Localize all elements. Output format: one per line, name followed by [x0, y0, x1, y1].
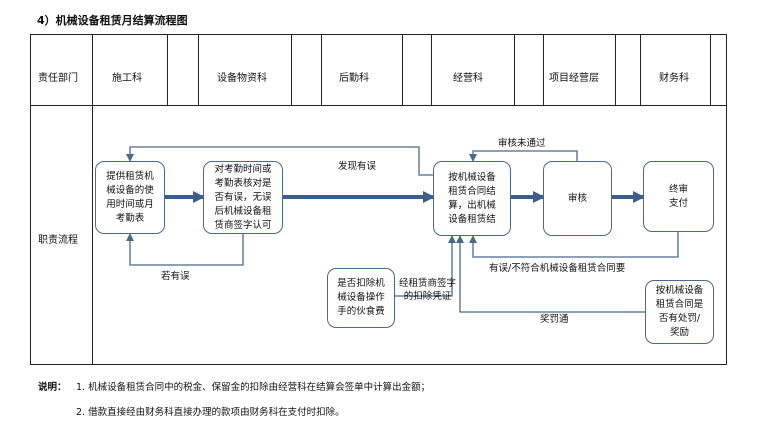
note-1: 1. 机械设备租赁合同中的税金、保留金的扣除由经营科在结算会签单中计算出金额；: [76, 382, 431, 393]
note-prefix: 说明：: [38, 382, 67, 393]
box-penalty-reward: 按机械设备 租赁合同是 否有处罚/ 奖励: [645, 280, 714, 344]
column-divider: [543, 34, 544, 105]
label-found-error: 发现有误: [338, 161, 377, 172]
label-if-error: 若有误: [161, 271, 190, 282]
column-divider: [710, 34, 711, 105]
column-divider: [92, 34, 93, 365]
box-food-deduction: 是否扣除机 械设备操作 手的伙食费: [327, 268, 395, 328]
column-divider: [402, 34, 403, 105]
column-divider: [615, 34, 616, 105]
column-divider: [198, 34, 199, 105]
label-reward-penalty: 奖罚通: [540, 314, 569, 325]
arrow-reward-penalty: [456, 235, 645, 313]
arrow-deduction-voucher: [395, 235, 456, 297]
arrow-if-error: [126, 233, 244, 266]
box-check-attendance: 对考勤时间或 考勤表核对是 否有误，无误 后机械设备租 赁商签字认可: [203, 161, 283, 234]
label-error-mismatch: 有误/不符合机械设备租赁合同要: [489, 263, 626, 274]
header-equipment: 设备物资科: [217, 73, 267, 84]
column-divider: [291, 34, 292, 105]
table-frame: [30, 34, 727, 365]
page-title: 4）机械设备租赁月结算流程图: [37, 14, 188, 27]
column-divider: [640, 34, 641, 105]
arrow-error-mismatch: [469, 232, 679, 258]
column-divider: [321, 34, 322, 105]
column-divider: [514, 34, 515, 105]
arrow-review-failed: [469, 150, 578, 162]
box-final-payment: 终审 支付: [643, 161, 714, 232]
header-dept: 责任部门: [38, 73, 78, 84]
header-project-mgmt: 项目经营层: [549, 73, 599, 84]
header-operations: 经营科: [453, 73, 483, 84]
label-lessor-sign-voucher: 经租赁商签字 的扣除凭证: [399, 278, 457, 302]
box-calculate-settlement: 按机械设备 租赁合同结 算，出机械 设备租赁结: [433, 161, 511, 236]
header-logistics: 后勤科: [339, 73, 369, 84]
header-finance: 财务科: [659, 73, 689, 84]
label-review-failed: 审核未通过: [498, 138, 546, 149]
column-divider: [431, 34, 432, 105]
column-divider: [167, 34, 168, 105]
note-2: 2. 借款直接经由财务科直接办理的款项由财务科在支付时扣除。: [76, 407, 345, 418]
row-label: 职责流程: [38, 235, 78, 246]
header-construction: 施工科: [112, 73, 142, 84]
header-divider: [30, 105, 727, 106]
box-provide-usage-list: 提供租赁机 械设备的使 用时间或月 考勤表: [95, 161, 165, 234]
box-review: 审核: [543, 161, 612, 236]
arrow-found-error: [126, 146, 433, 176]
